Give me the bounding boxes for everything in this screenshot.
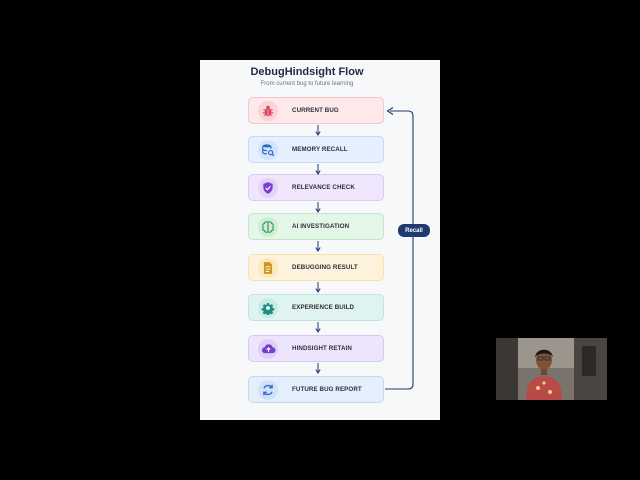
brain-icon — [258, 216, 278, 237]
step-label: EXPERIENCE BUILD — [292, 304, 355, 311]
person-video-icon — [496, 338, 607, 400]
step-label: HINDSIGHT RETAIN — [292, 345, 352, 352]
flow-arrow — [315, 282, 321, 293]
cloud-upload-icon — [258, 338, 278, 359]
step-label: DEBUGGING RESULT — [292, 264, 358, 271]
recall-badge: Recall — [398, 224, 430, 237]
step-ai-investigation: AI INVESTIGATION — [248, 213, 384, 240]
database-search-icon — [258, 139, 278, 160]
refresh-icon — [258, 379, 278, 400]
step-label: AI INVESTIGATION — [292, 223, 350, 230]
step-future-bug-report: FUTURE BUG REPORT — [248, 376, 384, 403]
gear-icon — [258, 297, 278, 318]
flow-arrow — [315, 202, 321, 213]
step-experience-build: EXPERIENCE BUILD — [248, 294, 384, 321]
diagram-title: DebugHindsight Flow — [250, 66, 364, 78]
presentation-slide: DebugHindsight Flow From current bug to … — [200, 60, 440, 420]
step-label: RELEVANCE CHECK — [292, 184, 355, 191]
diagram-subtitle: From current bug to future learning — [260, 81, 354, 87]
step-memory-recall: MEMORY RECALL — [248, 136, 384, 163]
flow-arrow — [315, 164, 321, 175]
step-label: FUTURE BUG REPORT — [292, 386, 362, 393]
flow-arrow — [315, 322, 321, 333]
flow-arrow — [315, 241, 321, 252]
bug-icon — [258, 100, 278, 121]
step-hindsight-retain: HINDSIGHT RETAIN — [248, 335, 384, 362]
step-relevance-check: RELEVANCE CHECK — [248, 174, 384, 201]
flow-arrow — [315, 125, 321, 136]
webcam-feed — [496, 338, 607, 400]
step-current-bug: CURRENT BUG — [248, 97, 384, 124]
step-label: MEMORY RECALL — [292, 146, 348, 153]
step-label: CURRENT BUG — [292, 107, 339, 114]
recall-loop-connector — [385, 107, 414, 390]
step-debugging-result: DEBUGGING RESULT — [248, 254, 384, 281]
flow-arrow — [315, 363, 321, 374]
shield-check-icon — [258, 177, 278, 198]
document-icon — [258, 257, 278, 278]
